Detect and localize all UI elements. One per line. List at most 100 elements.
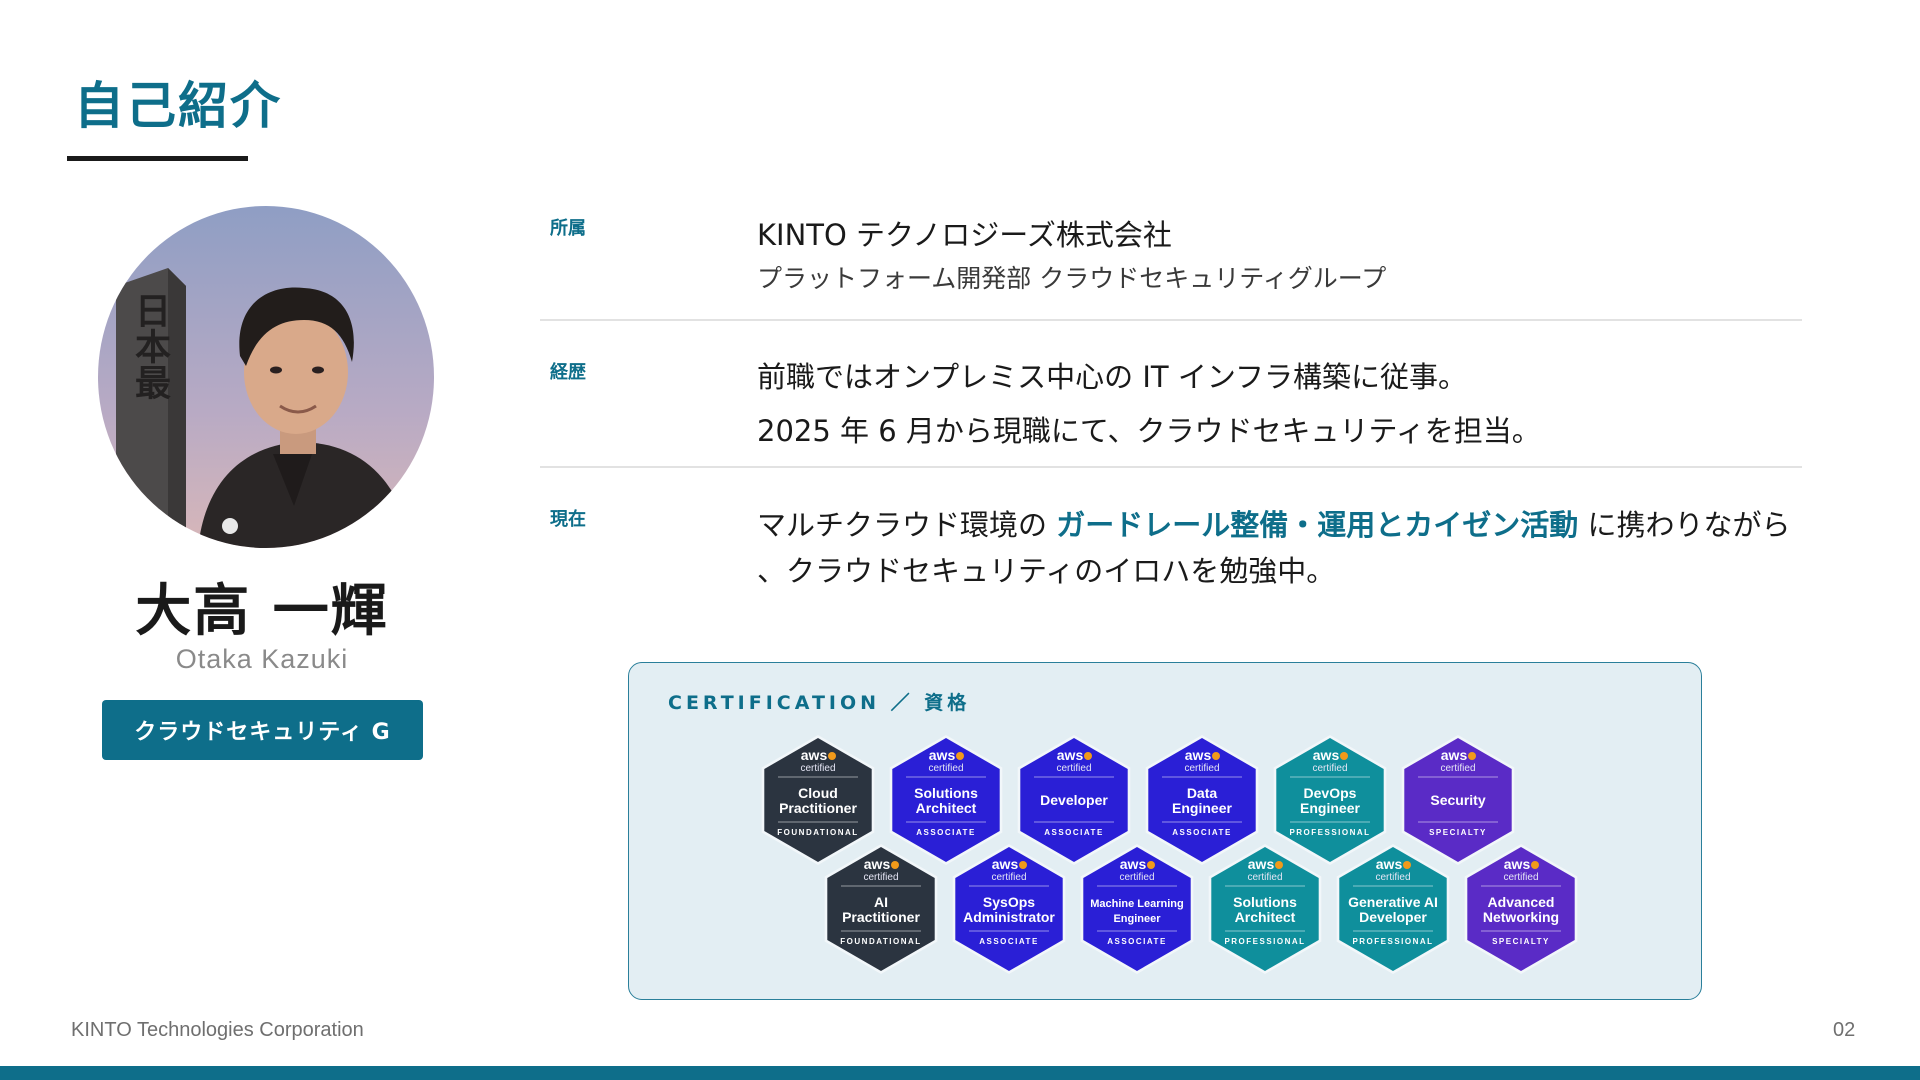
profile-name-roman: Otaka Kazuki (175, 644, 349, 674)
certification-title: CERTIFICATION ／ 資格 (668, 692, 971, 714)
divider (540, 319, 1802, 321)
aws-logo-text: aws (1441, 747, 1468, 763)
aws-certified-text: certified (800, 763, 835, 774)
badge-hexagon (1276, 738, 1384, 862)
aws-certified-text: certified (1247, 872, 1282, 883)
badge-hexagon (1020, 738, 1128, 862)
current-highlight: ガードレール整備・運用とカイゼン活動 (1056, 508, 1579, 542)
aws-certified-text: certified (1375, 872, 1410, 883)
badge-cert-name: Developer (1359, 909, 1427, 925)
career-line-1: 前職ではオンプレミス中心の IT インフラ構築に従事。 (757, 360, 1467, 394)
aws-certified-text: certified (928, 763, 963, 774)
aws-logo-text: aws (801, 747, 828, 763)
cert-badge: awscertifiedSolutionsArchitectPROFESSION… (1208, 844, 1322, 974)
affiliation-company: KINTO テクノロジーズ株式会社 (757, 218, 1172, 252)
title-underline (67, 156, 248, 161)
badge-cert-name: Practitioner (842, 909, 920, 925)
badge-hexagon (827, 847, 935, 971)
aws-check-icon (1275, 861, 1283, 869)
badge-level: SPECIALTY (1429, 828, 1487, 837)
aws-certified-text: certified (1184, 763, 1219, 774)
badge-level: ASSOCIATE (1172, 828, 1232, 837)
badge-cert-name: Engineer (1300, 800, 1360, 816)
cert-badge: awscertifiedCloudPractitionerFOUNDATIONA… (761, 735, 875, 865)
current-line-1: マルチクラウド環境の ガードレール整備・運用とカイゼン活動 に携わりながら (757, 502, 1790, 544)
badge-level: FOUNDATIONAL (840, 937, 921, 946)
badge-hexagon (1211, 847, 1319, 971)
aws-check-icon (1340, 752, 1348, 760)
affiliation-department: プラットフォーム開発部 クラウドセキュリティグループ (757, 264, 1387, 293)
aws-check-icon (1468, 752, 1476, 760)
badge-hexagon (1148, 738, 1256, 862)
badge-cert-name: Data (1187, 785, 1218, 801)
aws-logo-text: aws (864, 856, 891, 872)
footer-company: KINTO Technologies Corporation (71, 1019, 364, 1041)
badge-hexagon (892, 738, 1000, 862)
aws-logo-text: aws (1057, 747, 1084, 763)
aws-check-icon (1147, 861, 1155, 869)
aws-check-icon (1403, 861, 1411, 869)
badge-cert-name: Generative AI (1348, 894, 1438, 910)
page-title: 自己紹介 (74, 77, 282, 135)
aws-certified-text: certified (1119, 872, 1154, 883)
aws-certified-text: certified (1312, 763, 1347, 774)
badge-cert-name: Administrator (963, 909, 1055, 925)
aws-check-icon (828, 752, 836, 760)
badge-level: ASSOCIATE (1044, 828, 1104, 837)
aws-certified-text: certified (1503, 872, 1538, 883)
badge-cert-name: Machine Learning (1090, 898, 1184, 910)
footer-bar (0, 1066, 1920, 1080)
aws-certified-text: certified (991, 872, 1026, 883)
aws-logo-text: aws (1185, 747, 1212, 763)
badge-cert-name: Architect (916, 800, 977, 816)
badge-level: PROFESSIONAL (1289, 828, 1370, 837)
aws-logo-text: aws (1376, 856, 1403, 872)
aws-certified-text: certified (1056, 763, 1091, 774)
aws-logo-text: aws (1120, 856, 1147, 872)
aws-logo-text: aws (1504, 856, 1531, 872)
current-label: 現在 (550, 509, 586, 530)
badge-cert-name: Cloud (798, 785, 838, 801)
badge-hexagon (955, 847, 1063, 971)
badge-hexagon (1467, 847, 1575, 971)
aws-check-icon (1531, 861, 1539, 869)
badge-cert-name: Solutions (914, 785, 978, 801)
badge-hexagon (1083, 847, 1191, 971)
aws-logo-text: aws (929, 747, 956, 763)
aws-check-icon (891, 861, 899, 869)
aws-logo-text: aws (1313, 747, 1340, 763)
aws-check-icon (1084, 752, 1092, 760)
badge-level: ASSOCIATE (916, 828, 976, 837)
aws-certified-text: certified (863, 872, 898, 883)
badge-cert-name: Security (1430, 792, 1485, 808)
badge-level: PROFESSIONAL (1352, 937, 1433, 946)
badge-level: SPECIALTY (1492, 937, 1550, 946)
badge-cert-name: Practitioner (779, 800, 857, 816)
page-number: 02 (1833, 1019, 1856, 1041)
aws-check-icon (1019, 861, 1027, 869)
badge-level: FOUNDATIONAL (777, 828, 858, 837)
badge-cert-name: Architect (1235, 909, 1296, 925)
badge-hexagon (764, 738, 872, 862)
aws-logo-text: aws (992, 856, 1019, 872)
profile-photo: 日本最 (98, 206, 434, 548)
badge-level: ASSOCIATE (1107, 937, 1167, 946)
affiliation-label: 所属 (550, 218, 586, 239)
badge-level: PROFESSIONAL (1224, 937, 1305, 946)
divider (540, 466, 1802, 468)
badge-cert-name: Networking (1483, 909, 1559, 925)
badge-level: ASSOCIATE (979, 937, 1039, 946)
badge-cert-name: Developer (1040, 792, 1108, 808)
aws-check-icon (1212, 752, 1220, 760)
badge-cert-name: Solutions (1233, 894, 1297, 910)
aws-logo-text: aws (1248, 856, 1275, 872)
